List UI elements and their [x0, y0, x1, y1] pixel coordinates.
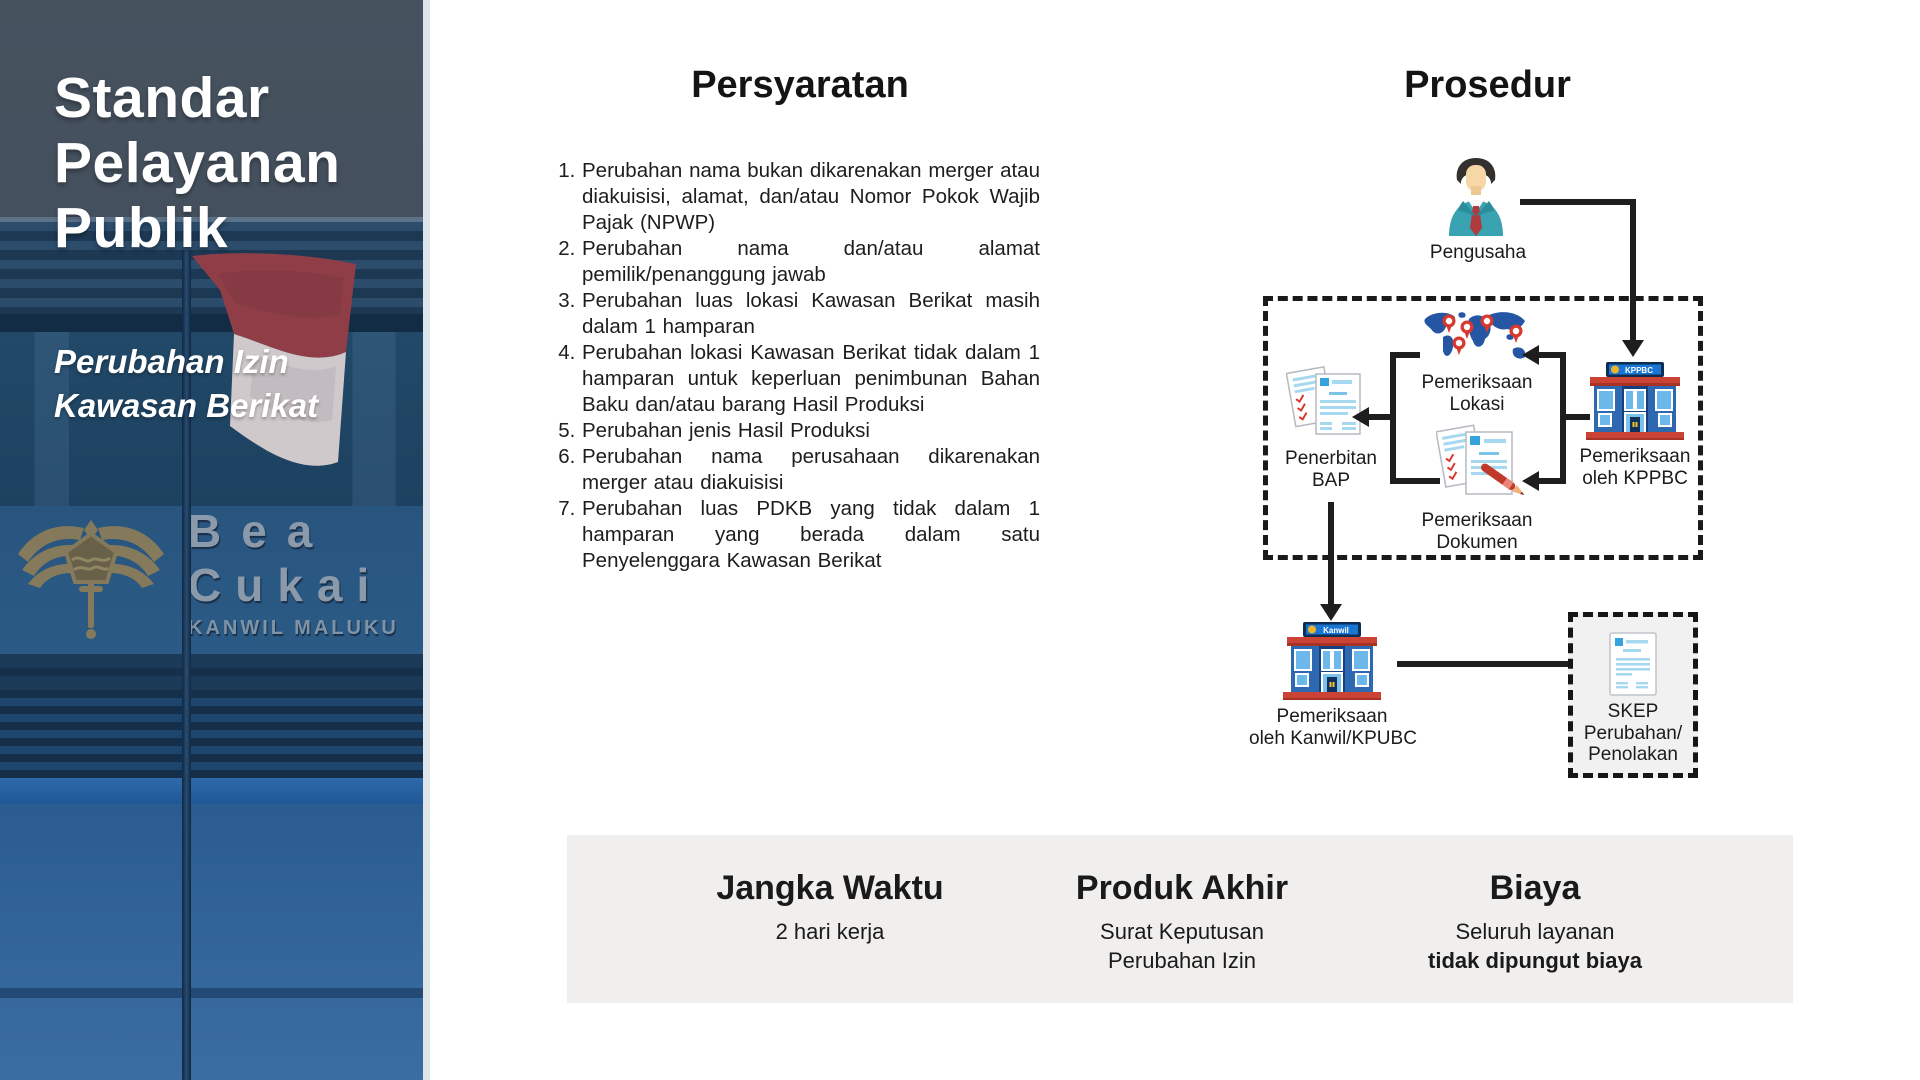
building-band	[0, 654, 430, 698]
building-wall-upper	[0, 332, 430, 506]
building-sign-text: Kanwil	[1323, 626, 1349, 635]
connector-pengusaha-h	[1520, 199, 1636, 205]
connector-bap-kanwil	[1328, 502, 1334, 604]
procedure-heading: Prosedur	[1404, 64, 1571, 106]
building-signage: Bea Cukai KANWIL MALUKU	[188, 508, 399, 638]
bracket-left-bottom-stub	[1396, 478, 1440, 484]
requirement-item: Perubahan lokasi Kawasan Berikat tidak d…	[582, 340, 1040, 418]
indonesian-flag	[192, 253, 356, 466]
requirement-item: Perubahan jenis Hasil Produksi	[582, 418, 1040, 444]
bracket-left-mid-line	[1368, 414, 1392, 420]
cost-value-line1: Seluruh layanan	[1455, 919, 1615, 944]
duration-value: 2 hari kerja	[775, 919, 885, 944]
requirements-heading: Persyaratan	[691, 64, 909, 106]
businessman-icon	[1449, 158, 1503, 236]
building-rail-line	[0, 988, 430, 998]
bracket-right-vertical	[1560, 352, 1566, 484]
map-pins	[1442, 314, 1523, 355]
skep-document-icon	[1609, 632, 1657, 696]
document-check-pen-icon	[1436, 424, 1525, 496]
label-pemeriksaan-lokasi: Pemeriksaan Lokasi	[1421, 372, 1533, 415]
requirement-item: Perubahan nama dan/atau alamat pemilik/p…	[582, 236, 1040, 288]
kppbc-building-icon: KPPBC	[1586, 362, 1684, 440]
connector-kanwil-skep	[1397, 661, 1582, 667]
building-sign-text: KPPBC	[1625, 366, 1653, 375]
sidebar: Bea Cukai KANWIL MALUKU Standar Pelayana…	[0, 0, 430, 1080]
signage-kanwil-maluku: KANWIL MALUKU	[188, 617, 399, 639]
cost-heading: Biaya	[1489, 869, 1581, 907]
cost-value-line2: tidak dipungut biaya	[1428, 948, 1642, 973]
arrowhead-to-dokumen	[1522, 471, 1539, 491]
requirement-item: Perubahan luas lokasi Kawasan Berikat ma…	[582, 288, 1040, 340]
label-pemeriksaan-dokumen: Pemeriksaan Dokumen	[1421, 510, 1533, 553]
requirement-item: Perubahan nama bukan dikarenakan merger …	[582, 158, 1040, 236]
label-pengusaha: Pengusaha	[1429, 242, 1527, 263]
world-map-icon	[1424, 312, 1526, 359]
label-penerbitan-bap: Penerbitan BAP	[1285, 448, 1377, 491]
building-wall-lower	[0, 804, 430, 1080]
process-dashed-box	[1263, 296, 1703, 560]
arrowhead-to-kanwil	[1320, 604, 1342, 621]
building-louvres-lower	[0, 698, 430, 778]
footer-product: Produk Akhir Surat Keputusan Perubahan I…	[992, 835, 1372, 975]
product-heading: Produk Akhir	[1075, 869, 1289, 907]
arrowhead-to-kppbc	[1622, 340, 1644, 357]
footer-bar	[567, 835, 1793, 1003]
bracket-right-mid-connector	[1564, 414, 1590, 420]
flag-pole	[182, 250, 191, 1080]
sidebar-sky	[0, 0, 430, 220]
arrowhead-to-lokasi	[1522, 345, 1539, 365]
page-subtitle: Perubahan Izin Kawasan Berikat	[54, 343, 319, 424]
bracket-right-top-stub	[1538, 352, 1562, 358]
product-value: Surat Keputusan Perubahan Izin	[1100, 919, 1264, 973]
bracket-left-top-stub	[1396, 352, 1420, 358]
bracket-right-bottom-stub	[1538, 478, 1562, 484]
label-skep: SKEP Perubahan/ Penolakan	[1583, 701, 1683, 765]
signage-cukai: Cukai	[188, 559, 384, 611]
label-pemeriksaan-kppbc: Pemeriksaan oleh KPPBC	[1579, 446, 1691, 489]
building-roofline	[0, 217, 430, 222]
kanwil-building-icon: Kanwil	[1283, 622, 1381, 700]
cost-value: Seluruh layanan tidak dipungut biaya	[1345, 917, 1725, 975]
arrowhead-to-bap	[1352, 407, 1369, 427]
label-pemeriksaan-kanwil: Pemeriksaan oleh Kanwil/KPUBC	[1249, 706, 1417, 749]
requirement-item: Perubahan luas PDKB yang tidak dalam 1 h…	[582, 496, 1040, 574]
sidebar-edge-divider	[423, 0, 430, 1080]
building-beam	[0, 778, 430, 804]
requirements-list: Perubahan nama bukan dikarenakan merger …	[552, 158, 1040, 574]
signage-bea: Bea	[188, 505, 333, 557]
footer-duration: Jangka Waktu 2 hari kerja	[640, 835, 1020, 946]
connector-pengusaha-v	[1630, 199, 1636, 340]
customs-emblem-icon	[18, 520, 164, 639]
duration-heading: Jangka Waktu	[716, 869, 944, 907]
page-title: Standar Pelayanan Publik	[54, 66, 341, 260]
bracket-left-vertical	[1390, 352, 1396, 484]
bap-documents-icon	[1286, 365, 1361, 435]
requirement-item: Perubahan nama perusahaan dikarenakan me…	[582, 444, 1040, 496]
footer-cost: Biaya Seluruh layanan tidak dipungut bia…	[1345, 835, 1725, 975]
